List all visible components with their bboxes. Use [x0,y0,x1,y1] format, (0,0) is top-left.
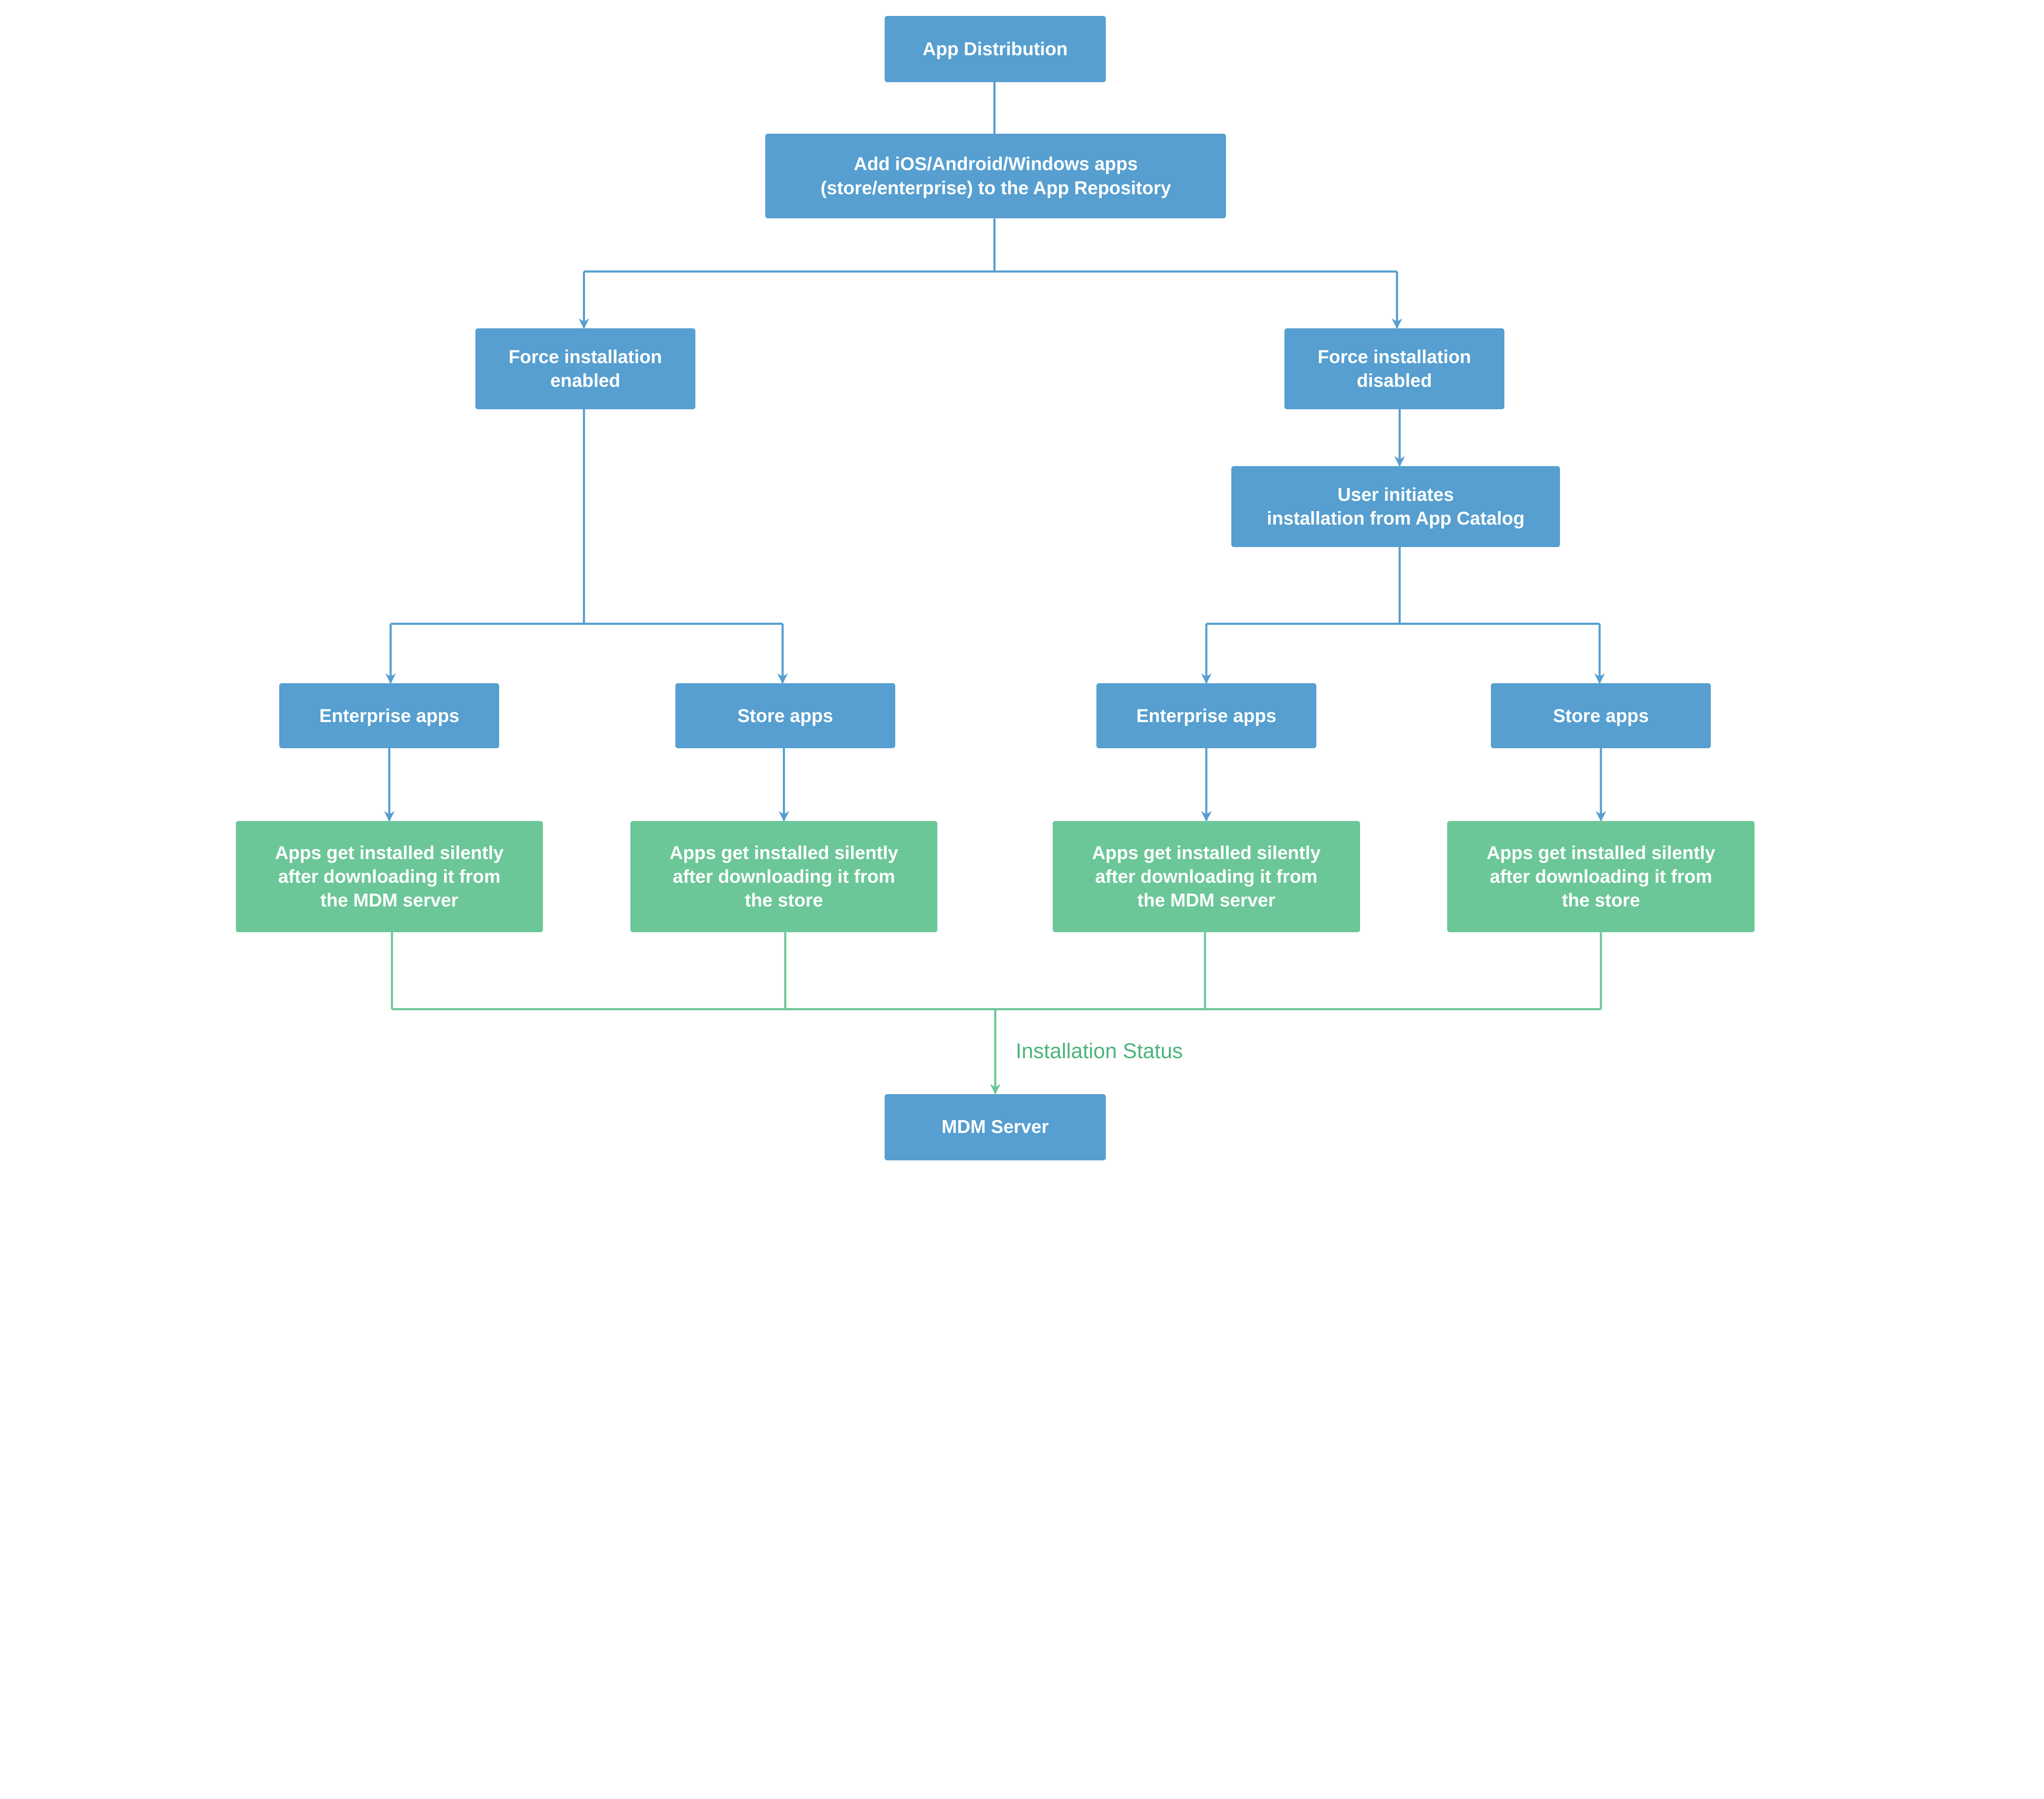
node-app-distribution: App Distribution [884,16,1106,82]
node-result-2: Apps get installed silently after downlo… [630,821,938,933]
node-label: after downloading it from [278,866,501,887]
diagram-canvas: App Distribution Add iOS/Android/Windows… [235,16,1755,1160]
node-result-1: Apps get installed silently after downlo… [235,821,543,933]
node-label: after downloading it from [1490,866,1712,887]
node-result-4: Apps get installed silently after downlo… [1447,821,1755,933]
node-label: Apps get installed silently [1092,842,1321,863]
node-result-3: Apps get installed silently after downlo… [1053,821,1360,933]
node-mdm-server: MDM Server [884,1094,1106,1160]
node-user-initiates: User initiates installation from App Cat… [1231,466,1560,547]
node-label: MDM Server [941,1116,1049,1137]
node-label: the store [1562,890,1640,911]
edge-results-merge [391,932,1602,1010]
connectors [384,82,1607,1095]
node-store-apps-left: Store apps [675,683,895,749]
node-force-enabled: Force installation enabled [475,328,695,409]
node-label: Force installation [509,346,662,367]
node-label: Enterprise apps [319,705,459,726]
node-label: Apps get installed silently [1486,842,1715,863]
node-force-disabled: Force installation disabled [1284,328,1504,409]
node-label: enabled [550,370,621,391]
edge-enabled-split [390,409,783,625]
node-add-apps: Add iOS/Android/Windows apps (store/ente… [765,134,1226,219]
node-label: (store/enterprise) to the App Repository [820,177,1171,198]
node-label: Enterprise apps [1136,705,1277,726]
node-label: Force installation [1318,346,1471,367]
node-label: after downloading it from [1095,866,1318,887]
node-label: App Distribution [922,38,1068,59]
edge-label-installation-status: Installation Status [1015,1039,1183,1063]
node-label: Apps get installed silently [275,842,504,863]
node-enterprise-apps-right: Enterprise apps [1096,683,1316,749]
node-enterprise-apps-left: Enterprise apps [279,683,500,749]
edge-add-split [584,218,1397,273]
node-label: the MDM server [1137,890,1275,911]
node-label: after downloading it from [672,866,895,887]
node-label: the store [744,890,823,911]
node-label: disabled [1356,370,1432,391]
node-label: User initiates [1337,484,1454,505]
node-label: Store apps [737,705,833,726]
edge-user-split [1206,547,1600,625]
node-store-apps-right: Store apps [1491,683,1711,749]
node-label: the MDM server [320,890,459,911]
node-label: Apps get installed silently [670,842,899,863]
node-label: installation from App Catalog [1266,507,1525,529]
node-label: Store apps [1553,705,1649,726]
node-label: Add iOS/Android/Windows apps [854,153,1138,175]
